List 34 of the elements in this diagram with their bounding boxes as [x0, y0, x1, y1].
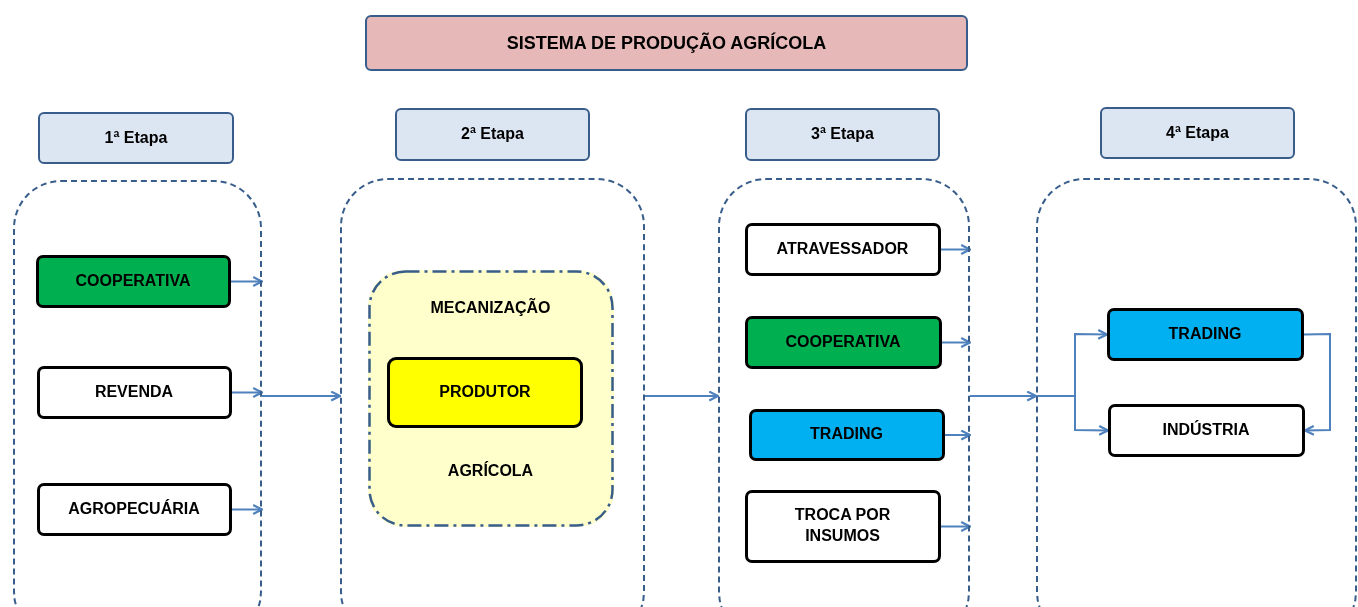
arrow: [1035, 395, 1110, 436]
process-box: TROCA POR INSUMOS: [744, 489, 941, 563]
stage-label: 1ª Etapa: [38, 112, 234, 164]
process-box: PRODUTOR: [387, 357, 583, 428]
group-label: MECANIZAÇÃO: [429, 297, 552, 318]
process-box: COOPERATIVA: [35, 254, 231, 308]
process-box: ATRAVESSADOR: [744, 222, 941, 276]
arrow: [944, 429, 972, 441]
arrow: [261, 390, 342, 402]
arrow: [231, 504, 264, 515]
stage-label: 4ª Etapa: [1100, 107, 1295, 159]
arrow: [1303, 333, 1331, 436]
process-box: COOPERATIVA: [744, 315, 942, 369]
dashed-group: [1036, 178, 1357, 607]
group-label: AGRÍCOLA: [446, 460, 535, 481]
producer-group: [367, 269, 614, 527]
process-box: REVENDA: [36, 365, 232, 419]
dashed-group: [340, 178, 645, 607]
dashed-group: [718, 178, 970, 607]
arrow: [644, 390, 720, 402]
process-box: TRADING: [748, 408, 945, 461]
stage-label: 3ª Etapa: [745, 108, 940, 161]
arrow: [231, 387, 264, 398]
diagram-title: SISTEMA DE PRODUÇÃO AGRÍCOLA: [365, 15, 968, 71]
arrow: [941, 337, 972, 348]
process-box: INDÚSTRIA: [1107, 403, 1305, 457]
process-box: TRADING: [1106, 307, 1304, 361]
stage-label: 2ª Etapa: [395, 108, 590, 161]
process-box: AGROPECUÁRIA: [36, 482, 232, 536]
arrow: [940, 521, 972, 532]
dashed-group: [13, 180, 262, 607]
arrow: [940, 244, 972, 255]
arrow: [230, 276, 264, 287]
arrow: [969, 390, 1038, 402]
